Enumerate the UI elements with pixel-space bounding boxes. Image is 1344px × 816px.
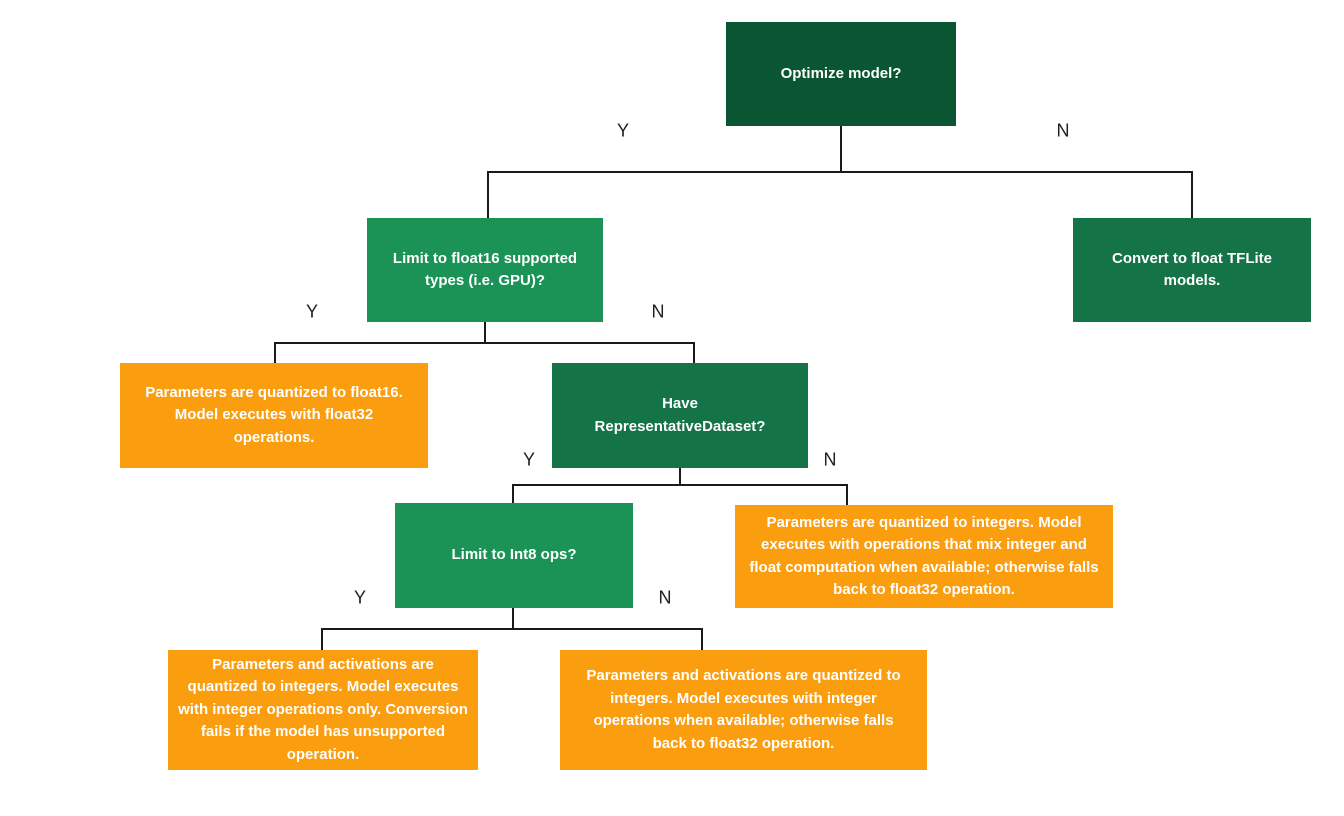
branch-label-yes-optimize: Y — [616, 120, 630, 141]
branch-label-no-int8: N — [658, 587, 672, 608]
node-integer-mixed-result: Parameters are quantized to integers. Mo… — [735, 505, 1113, 608]
connector-line — [512, 608, 514, 629]
node-label: Parameters are quantized to integers. Mo… — [749, 513, 1099, 599]
connector-line — [321, 628, 323, 650]
node-label: Convert to float TFLite models. — [1112, 249, 1272, 290]
node-label: Limit to Int8 ops? — [451, 546, 577, 564]
connector-line — [512, 484, 848, 486]
node-limit-int8: Limit to Int8 ops? — [395, 503, 633, 608]
node-optimize-model: Optimize model? — [726, 22, 956, 126]
node-convert-float-tflite: Convert to float TFLite models. — [1073, 218, 1311, 322]
node-label: Have RepresentativeDataset? — [594, 395, 766, 435]
connector-line — [840, 126, 842, 172]
node-limit-float16: Limit to float16 supported types (i.e. G… — [367, 218, 603, 322]
connector-line — [321, 628, 703, 630]
node-label: Parameters and activations are quantized… — [178, 655, 468, 763]
node-label: Parameters are quantized to float16. Mod… — [145, 383, 403, 446]
connector-line — [1191, 171, 1193, 218]
node-integer-fallback-result: Parameters and activations are quantized… — [560, 650, 927, 770]
connector-line — [701, 628, 703, 650]
node-float16-result: Parameters are quantized to float16. Mod… — [120, 363, 428, 468]
connector-line — [512, 484, 514, 503]
connector-line — [679, 468, 681, 485]
connector-line — [274, 342, 695, 344]
connector-line — [274, 342, 276, 363]
connector-line — [487, 171, 1193, 173]
branch-label-no-optimize: N — [1056, 120, 1070, 141]
branch-label-yes-int8: Y — [353, 587, 367, 608]
connector-line — [693, 342, 695, 363]
branch-label-no-float16: N — [651, 301, 665, 322]
connector-line — [846, 484, 848, 505]
connector-line — [484, 322, 486, 343]
connector-line — [487, 171, 489, 218]
node-label: Optimize model? — [780, 64, 902, 82]
node-label: Parameters and activations are quantized… — [586, 667, 901, 752]
node-have-representative-dataset: Have RepresentativeDataset? — [552, 363, 808, 468]
branch-label-yes-repdataset: Y — [522, 449, 536, 470]
branch-label-yes-float16: Y — [305, 301, 319, 322]
node-label: Limit to float16 supported types (i.e. G… — [392, 249, 578, 290]
node-integer-only-result: Parameters and activations are quantized… — [168, 650, 478, 770]
branch-label-no-repdataset: N — [823, 449, 837, 470]
